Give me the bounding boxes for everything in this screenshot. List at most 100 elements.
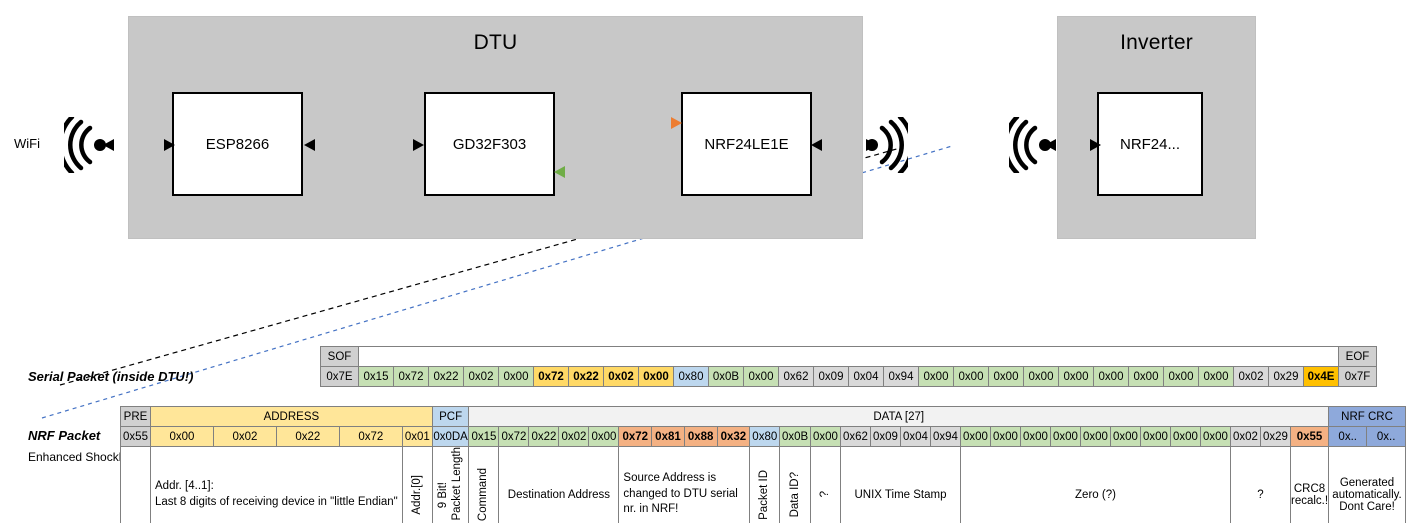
nrf-byte-0: 0x15 [468,426,500,447]
nrf-crc-byte-1: 0x.. [1366,426,1406,447]
nrf-address-byte-2: 0x22 [275,426,340,447]
chip-nrf24[interactable]: NRF24... [1097,92,1203,196]
serial-packet-label: Serial Packet (inside DTU!) [28,369,194,384]
serial-byte-9: 0x80 [673,366,709,387]
nrf-byte-24: 0x00 [1199,426,1231,447]
ann-command: Command [468,445,500,523]
serial-byte-10: 0x0B [708,366,744,387]
nrf-byte-3: 0x02 [558,426,590,447]
nrf-packet-annotation-row: Addr. [4..1]:Last 8 digits of receiving … [120,445,1406,523]
ann-addr0: Addr.[0] [401,445,433,523]
nrf-data-header: DATA [27] [468,406,1330,427]
serial-byte-24: 0x00 [1198,366,1234,387]
ann-packet-id: Packet ID [749,445,781,523]
ann-packet-length: 9 Bit!Inc. Packet Length [431,445,470,523]
inverter-title: Inverter [1120,31,1193,54]
nrf-byte-10: 0x0B [779,426,811,447]
serial-byte-21: 0x00 [1093,366,1129,387]
nrf-pre-header: PRE [120,406,151,427]
serial-byte-13: 0x09 [813,366,849,387]
serial-byte-8: 0x00 [638,366,674,387]
serial-byte-20: 0x00 [1058,366,1094,387]
serial-byte-12: 0x62 [778,366,814,387]
chip-esp8266[interactable]: ESP8266 [172,92,303,196]
nrf-crc-byte-0: 0x.. [1328,426,1368,447]
ann-question: ? [1229,445,1291,523]
nrf-pre-value: 0x55 [120,426,151,447]
serial-byte-5: 0x72 [533,366,569,387]
nrf-byte-13: 0x09 [869,426,901,447]
serial-byte-4: 0x00 [498,366,534,387]
nrf-byte-23: 0x00 [1169,426,1201,447]
nrf-byte-8: 0x32 [716,426,751,447]
chip-gd32f303[interactable]: GD32F303 [424,92,555,196]
serial-byte-14: 0x04 [848,366,884,387]
serial-byte-6: 0x22 [568,366,604,387]
serial-byte-25: 0x02 [1233,366,1269,387]
ann-address: Addr. [4..1]:Last 8 digits of receiving … [150,445,403,523]
serial-packet-header-row: SOF EOF [320,346,1377,367]
nrf-byte-27: 0x55 [1289,426,1330,447]
nrf-byte-19: 0x00 [1049,426,1081,447]
nrf-byte-7: 0x88 [683,426,718,447]
serial-sof-value: 0x7E [320,366,359,387]
nrf-byte-1: 0x72 [498,426,530,447]
ann-destination-address: Destination Address [498,445,620,523]
nrf-pcf-value: 0x0DA [431,426,470,447]
wifi-label: WiFi [14,136,40,151]
serial-eof-header: EOF [1338,346,1377,367]
nrf-address-header: ADDRESS [150,406,433,427]
serial-byte-7: 0x02 [603,366,639,387]
enhanced-shockburst-label: Enhanced Shockburst [28,450,146,464]
nrf-packet-label: NRF Packet [28,428,101,443]
serial-byte-22: 0x00 [1128,366,1164,387]
nrf-address-byte-0: 0x00 [150,426,214,447]
chip-nrf24-label: NRF24... [1119,135,1180,153]
serial-byte-3: 0x02 [463,366,499,387]
nrf-byte-5: 0x72 [618,426,653,447]
nrf-byte-15: 0x94 [929,426,961,447]
nrf-byte-25: 0x02 [1229,426,1261,447]
nrf-crc-header: NRF CRC [1328,406,1406,427]
nrf-byte-20: 0x00 [1079,426,1111,447]
nrf-address-byte-4: 0x01 [401,426,433,447]
serial-byte-15: 0x94 [883,366,919,387]
ann-unix-timestamp: UNIX Time Stamp [839,445,961,523]
serial-byte-23: 0x00 [1163,366,1199,387]
nrf-byte-22: 0x00 [1139,426,1171,447]
ann-zero: Zero (?) [959,445,1231,523]
nrf-byte-21: 0x00 [1109,426,1141,447]
serial-byte-2: 0x22 [428,366,464,387]
ann-unknown-tilde: ? [809,445,841,523]
chip-nrf24le1e-label: NRF24LE1E [704,135,789,153]
nrf-byte-17: 0x00 [989,426,1021,447]
ann-data-id: Data ID? [779,445,811,523]
dtu-title: DTU [473,31,518,54]
nrf-byte-2: 0x22 [528,426,560,447]
nrf-byte-26: 0x29 [1259,426,1291,447]
serial-byte-27: 0x4E [1303,366,1339,387]
serial-byte-0: 0x15 [358,366,394,387]
nrf-byte-12: 0x62 [839,426,871,447]
nrf-byte-6: 0x81 [651,426,685,447]
serial-byte-26: 0x29 [1268,366,1304,387]
nrf-byte-9: 0x80 [749,426,781,447]
serial-byte-19: 0x00 [1023,366,1059,387]
serial-eof-value: 0x7F [1338,366,1377,387]
chip-nrf24le1e[interactable]: NRF24LE1E [681,92,812,196]
nrf-byte-18: 0x00 [1019,426,1051,447]
nrf-address-byte-3: 0x72 [338,426,403,447]
serial-header-spacer [358,346,1339,367]
serial-byte-1: 0x72 [393,366,429,387]
nrf-byte-11: 0x00 [809,426,841,447]
nrf-address-byte-1: 0x02 [212,426,277,447]
serial-sof-header: SOF [320,346,359,367]
